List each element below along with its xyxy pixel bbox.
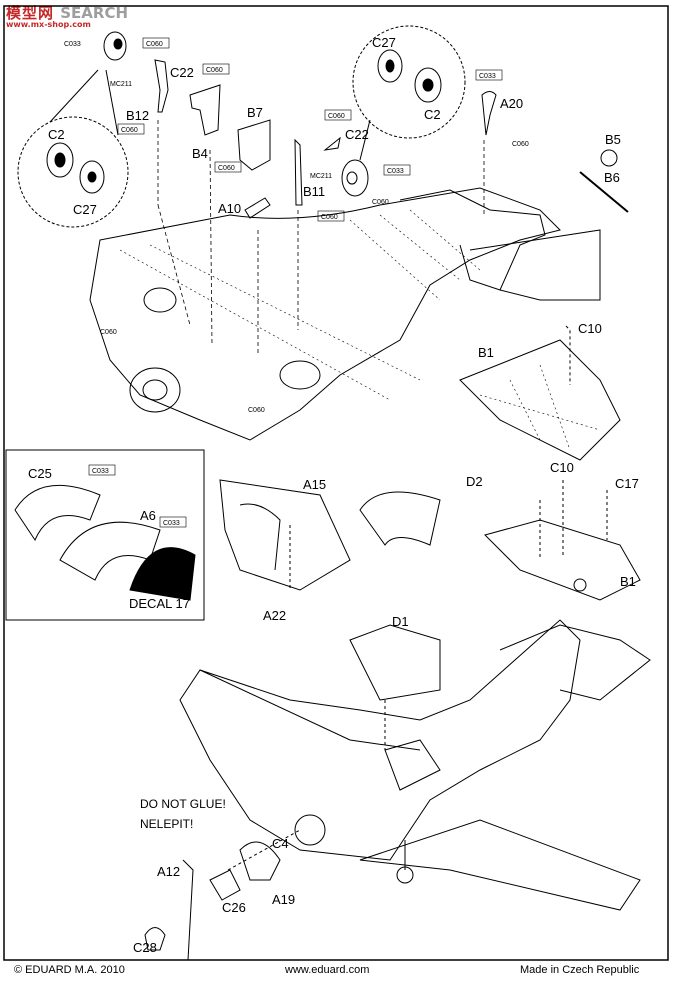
wing-underside-view (89, 187, 601, 441)
label-b4: B4 (192, 146, 208, 161)
label-c10b: C10 (550, 460, 574, 475)
footer-copyright: © EDUARD M.A. 2010 (14, 964, 125, 976)
code-c8: C033 (387, 168, 404, 175)
watermark-logo: 模型网 SEARCH (6, 2, 128, 23)
label-c22b: C22 (345, 127, 369, 142)
code-c15: C060 (248, 407, 265, 414)
code-c6: C060 (218, 165, 235, 172)
label-c25: C25 (28, 466, 52, 481)
code-c1: C033 (64, 41, 81, 48)
label-decal17: DECAL 17 (129, 596, 190, 611)
label-c2a: C2 (48, 127, 65, 142)
code-c7: C060 (328, 113, 345, 120)
label-a22: A22 (263, 608, 286, 623)
label-b6: B6 (604, 170, 620, 185)
code-c16: C033 (92, 468, 109, 475)
code-c10: C060 (321, 214, 338, 221)
label-a6: A6 (140, 508, 156, 523)
label-b1a: B1 (478, 345, 494, 360)
label-b11: B11 (303, 184, 325, 199)
label-c17: C17 (615, 476, 639, 491)
code-c13: C060 (512, 141, 529, 148)
code-c11: C060 (372, 199, 389, 206)
color-codes: C033 C060 MC211 C060 C060 C060 C060 C033… (64, 37, 529, 528)
watermark-url: www.mx-shop.com (6, 20, 91, 29)
footer-website: www.eduard.com (285, 964, 370, 976)
code-c5: C060 (206, 67, 223, 74)
label-c26: C26 (222, 900, 246, 915)
wheel-detail-right (341, 25, 466, 197)
leader-lines-top (157, 120, 485, 355)
label-c22a: C22 (170, 65, 194, 80)
watermark-en: SEARCH (60, 4, 129, 22)
label-a15: A15 (303, 477, 326, 492)
label-b1b: B1 (620, 574, 636, 589)
code-c9: MC211 (310, 173, 332, 180)
code-c2: C060 (146, 41, 163, 48)
instrument-panel-box (5, 449, 205, 621)
code-c4: C060 (121, 127, 138, 134)
wheel-detail-left (17, 31, 129, 228)
label-c27b: C27 (372, 35, 396, 50)
label-a10: A10 (218, 201, 241, 216)
label-d2: D2 (466, 474, 483, 489)
watermark-cn: 模型网 (6, 4, 55, 22)
page-frame (3, 5, 669, 961)
label-d1: D1 (392, 614, 409, 629)
cockpit-detail (219, 479, 441, 591)
label-c2b: C2 (424, 107, 441, 122)
label-a19: A19 (272, 892, 295, 907)
code-c3: MC211 (110, 81, 132, 88)
tail-plane-detail (484, 480, 641, 601)
label-a20: A20 (500, 96, 523, 111)
label-c4: C4 (272, 836, 289, 851)
label-a12: A12 (157, 864, 180, 879)
footer-origin: Made in Czech Republic (520, 964, 640, 976)
label-nelepit: NELEPIT! (140, 817, 193, 831)
label-c10a: C10 (578, 321, 602, 336)
code-c12: C033 (479, 73, 496, 80)
stabilizer-detail (459, 325, 621, 461)
aircraft-final-assembly (144, 619, 651, 961)
label-b7: B7 (247, 105, 263, 120)
part-labels: C22 B12 B4 B7 C22 B11 A10 C2 C27 C27 C2 … (28, 35, 639, 955)
label-b12: B12 (126, 108, 149, 123)
code-c14: C060 (100, 329, 117, 336)
label-b5: B5 (605, 132, 621, 147)
code-c17: C033 (163, 520, 180, 527)
label-c28: C28 (133, 940, 157, 955)
label-c27a: C27 (73, 202, 97, 217)
landing-gear-parts (154, 59, 629, 219)
label-do-not-glue: DO NOT GLUE! (140, 797, 226, 811)
